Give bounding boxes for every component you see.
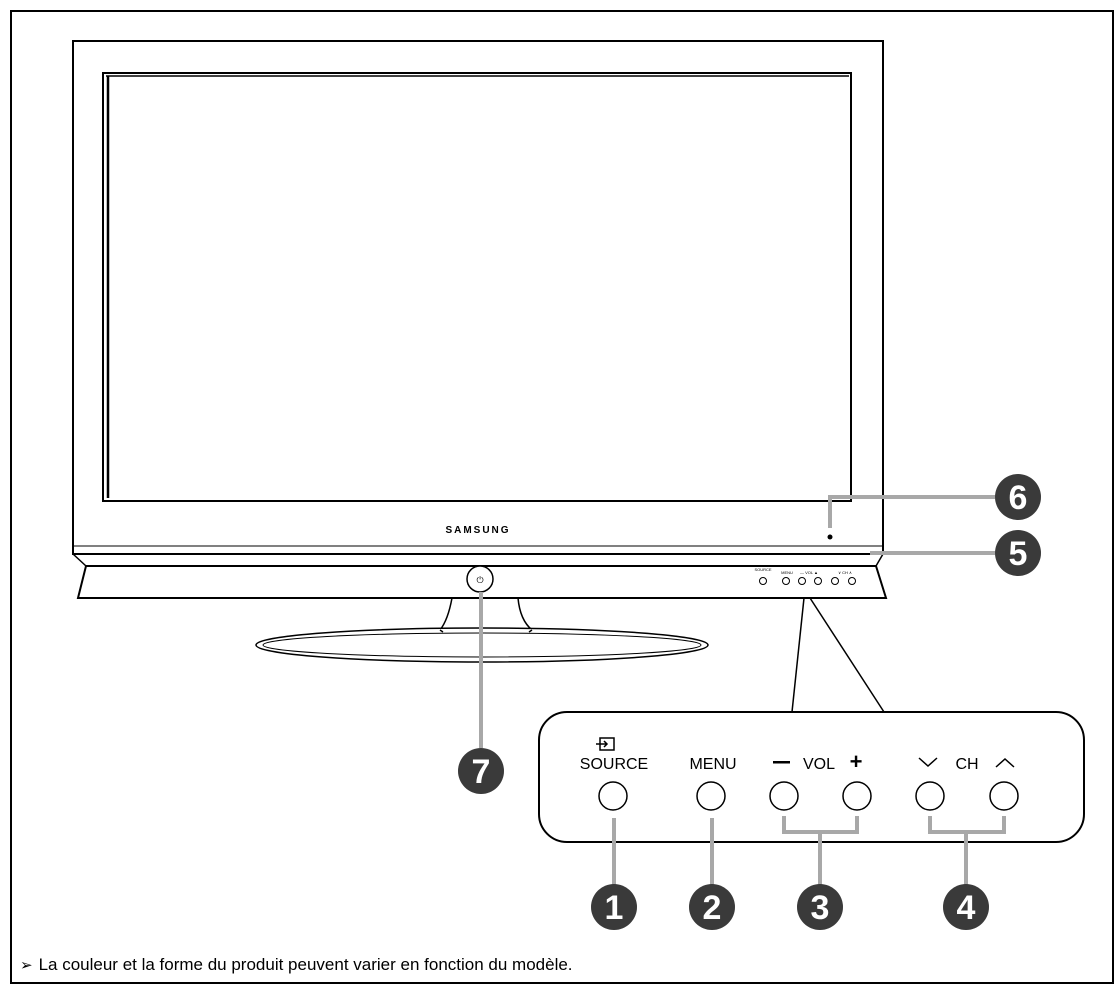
diagram-frame bbox=[10, 10, 1114, 984]
callout-7: 7 bbox=[458, 748, 504, 794]
brand-logo: SAMSUNG bbox=[445, 525, 510, 536]
tv-screen bbox=[102, 72, 852, 502]
callout-5: 5 bbox=[995, 530, 1041, 576]
callout-4: 4 bbox=[943, 884, 989, 930]
vol-up-button[interactable] bbox=[842, 781, 872, 811]
ch-up-icon bbox=[995, 757, 1015, 768]
mini-ch-up-button[interactable] bbox=[848, 577, 856, 585]
vol-minus-icon bbox=[773, 761, 790, 764]
strip-right-edge bbox=[875, 553, 884, 567]
ch-label: CH bbox=[955, 756, 978, 773]
mini-menu-button[interactable] bbox=[782, 577, 790, 585]
stand-neck-right bbox=[517, 597, 533, 631]
ch-down-button[interactable] bbox=[915, 781, 945, 811]
stand-neck-joint bbox=[439, 629, 533, 633]
mini-source-button[interactable] bbox=[759, 577, 767, 585]
source-label: SOURCE bbox=[580, 756, 648, 773]
callout-3-label: 3 bbox=[811, 889, 830, 927]
zoom-line-right bbox=[809, 597, 885, 713]
callout-1: 1 bbox=[591, 884, 637, 930]
power-icon: ⏻ bbox=[476, 575, 483, 585]
menu-button[interactable] bbox=[696, 781, 726, 811]
control-panel-zoom bbox=[538, 711, 1085, 843]
mini-label-source: SOURCE bbox=[754, 567, 771, 572]
mini-buttons: SOURCE MENU — VOL ▲ ∨ CH ∧ bbox=[754, 567, 856, 585]
callout-2-label: 2 bbox=[703, 889, 722, 927]
callout-5-label: 5 bbox=[1009, 535, 1028, 573]
vol-plus-icon: + bbox=[850, 749, 863, 774]
stand-neck-left bbox=[439, 597, 453, 631]
callout-2: 2 bbox=[689, 884, 735, 930]
ch-up-button[interactable] bbox=[989, 781, 1019, 811]
mini-label-ch: ∨ CH ∧ bbox=[838, 570, 852, 575]
mini-ch-down-button[interactable] bbox=[831, 577, 839, 585]
remote-sensor bbox=[827, 534, 833, 540]
mini-vol-up-button[interactable] bbox=[814, 577, 822, 585]
source-icon bbox=[596, 737, 615, 751]
note-text: La couleur et la forme du produit peuven… bbox=[38, 955, 573, 974]
vol-label: VOL bbox=[803, 756, 835, 773]
callout-4-label: 4 bbox=[957, 889, 976, 927]
strip-left-edge bbox=[72, 553, 87, 567]
callout-7-label: 7 bbox=[472, 753, 491, 791]
menu-label: MENU bbox=[689, 756, 736, 773]
callout-3: 3 bbox=[797, 884, 843, 930]
zoom-line-left bbox=[791, 597, 805, 713]
mini-label-vol: — VOL ▲ bbox=[800, 570, 818, 575]
footnote: ➢ La couleur et la forme du produit peuve… bbox=[20, 955, 573, 975]
callout-6-label: 6 bbox=[1009, 479, 1028, 517]
source-button[interactable] bbox=[598, 781, 628, 811]
leader-lines bbox=[479, 495, 1006, 888]
callout-6: 6 bbox=[995, 474, 1041, 520]
vol-down-button[interactable] bbox=[769, 781, 799, 811]
callout-1-label: 1 bbox=[605, 889, 624, 927]
mini-label-menu: MENU bbox=[781, 570, 793, 575]
note-arrow-icon: ➢ bbox=[20, 957, 33, 974]
mini-vol-down-button[interactable] bbox=[798, 577, 806, 585]
ch-down-icon bbox=[918, 757, 938, 768]
